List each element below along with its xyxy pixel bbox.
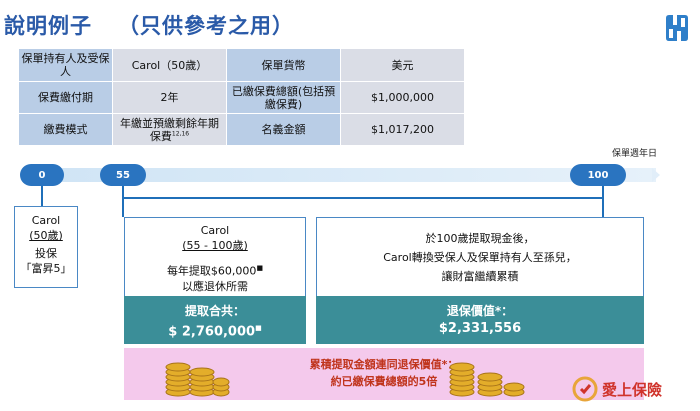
table-row: 保費繳付期 2年 已繳保費總額(包括預繳保費) $1,000,000 bbox=[18, 81, 465, 114]
brand-name: 愛上保險 bbox=[602, 380, 663, 399]
policyholder-age: (50歲) bbox=[29, 229, 63, 242]
footnote-square-icon: ■ bbox=[256, 264, 264, 272]
company-logo-icon bbox=[666, 15, 688, 41]
timeline-node-55: 55 bbox=[100, 164, 146, 186]
policy-start-box: Carol (50歲) 投保 「富昇5」 bbox=[14, 206, 78, 288]
surrender-value-amount: $2,331,556 bbox=[438, 321, 522, 336]
footnote-ref: 12,16 bbox=[171, 129, 190, 137]
policyholder-name: Carol bbox=[31, 214, 61, 227]
withdrawal-purpose: 以應退休所需 bbox=[182, 279, 248, 293]
table-cell: $1,017,200 bbox=[340, 113, 465, 146]
connector-line bbox=[602, 186, 604, 198]
surrender-line-3: 讓財富繼續累積 bbox=[441, 270, 519, 283]
table-cell: Carol（50歲） bbox=[112, 48, 227, 82]
surrender-line-2: Carol轉換受保人及保單持有人至孫兒， bbox=[383, 251, 577, 264]
footnote-square-icon: ■ bbox=[255, 324, 262, 332]
summary-text: 累積提取金額連同退保價值*： 約已繳保費總額的5倍 bbox=[244, 356, 524, 390]
table-row: 保單持有人及受保人 Carol（50歲） 保單貨幣 美元 bbox=[18, 48, 465, 82]
connector-line bbox=[122, 186, 124, 198]
table-cell: 2年 bbox=[112, 81, 227, 114]
gold-coins-icon bbox=[449, 362, 525, 397]
withdrawal-age-range: (55 - 100歲) bbox=[182, 239, 248, 252]
withdrawal-box: Carol (55 - 100歲) 每年提取$60,000■ 以應退休所需 bbox=[124, 217, 306, 297]
product-name: 「富昇5」 bbox=[20, 262, 72, 275]
table-cell: 保單貨幣 bbox=[226, 48, 341, 82]
summary-multiple: 5倍 bbox=[418, 375, 438, 388]
timeline-track bbox=[22, 168, 656, 182]
withdrawal-person: Carol bbox=[200, 224, 230, 237]
surrender-line-1: 於100歲提取現金後， bbox=[425, 232, 535, 245]
timeline-node-100: 100 bbox=[570, 164, 626, 186]
connector-line bbox=[602, 197, 604, 217]
table-row: 繳費模式 年繳並預繳剩餘年期保費12,16 名義金額 $1,017,200 bbox=[18, 113, 465, 146]
summary-banner: 累積提取金額連同退保價值*： 約已繳保費總額的5倍 bbox=[124, 348, 644, 400]
table-cell: 名義金額 bbox=[226, 113, 341, 146]
premium-mode-value: 年繳並預繳剩餘年期保費 bbox=[120, 116, 219, 143]
table-cell: 已繳保費總額(包括預繳保費) bbox=[226, 81, 341, 114]
summary-line-2-prefix: 約已繳保費總額的 bbox=[330, 375, 419, 388]
surrender-value-label: 退保價值*： bbox=[446, 304, 514, 318]
table-cell: 保費繳付期 bbox=[18, 81, 113, 114]
total-withdrawal-amount: $ 2,760,000 bbox=[168, 324, 256, 340]
connector-line bbox=[122, 197, 604, 199]
withdrawal-amount-line: 每年提取$60,000 bbox=[166, 264, 257, 278]
page-title: 說明例子 （只供參考之用） bbox=[4, 10, 294, 40]
brand-watermark: 愛上保險 bbox=[572, 374, 696, 404]
table-cell: 繳費模式 bbox=[18, 113, 113, 146]
connector-line bbox=[41, 186, 43, 206]
summary-line-1: 累積提取金額連同退保價值*： bbox=[309, 358, 459, 371]
table-cell: $1,000,000 bbox=[340, 81, 465, 114]
summary-line-2: 約已繳保費總額的5倍 bbox=[244, 373, 524, 390]
table-cell: 年繳並預繳剩餘年期保費12,16 bbox=[112, 113, 227, 146]
table-cell: 保單持有人及受保人 bbox=[18, 48, 113, 82]
gold-coins-icon bbox=[165, 362, 230, 397]
surrender-value-panel: 退保價值*： $2,331,556 bbox=[316, 296, 644, 344]
table-cell: 美元 bbox=[340, 48, 465, 82]
total-withdrawal-label: 提取合共： bbox=[184, 304, 245, 318]
page-title-main: 說明例子 bbox=[4, 14, 92, 38]
timeline-node-0: 0 bbox=[20, 164, 64, 186]
brand-logo-icon bbox=[572, 376, 598, 402]
total-withdrawal-amount-row: $ 2,760,000■ bbox=[124, 320, 306, 340]
total-withdrawal-panel: 提取合共： $ 2,760,000■ bbox=[124, 296, 306, 344]
connector-line bbox=[122, 197, 124, 217]
policy-info-table: 保單持有人及受保人 Carol（50歲） 保單貨幣 美元 保費繳付期 2年 已繳… bbox=[18, 48, 465, 146]
timeline-arrow-icon bbox=[652, 168, 660, 182]
policy-action: 投保 bbox=[35, 247, 57, 260]
page-title-sub: （只供參考之用） bbox=[118, 14, 294, 38]
withdrawal-amount-text: 每年提取$60,000■ bbox=[125, 261, 305, 279]
surrender-box: 於100歲提取現金後， Carol轉換受保人及保單持有人至孫兒， 讓財富繼續累積 bbox=[316, 217, 644, 297]
timeline-axis-label: 保單週年日 bbox=[612, 149, 658, 159]
